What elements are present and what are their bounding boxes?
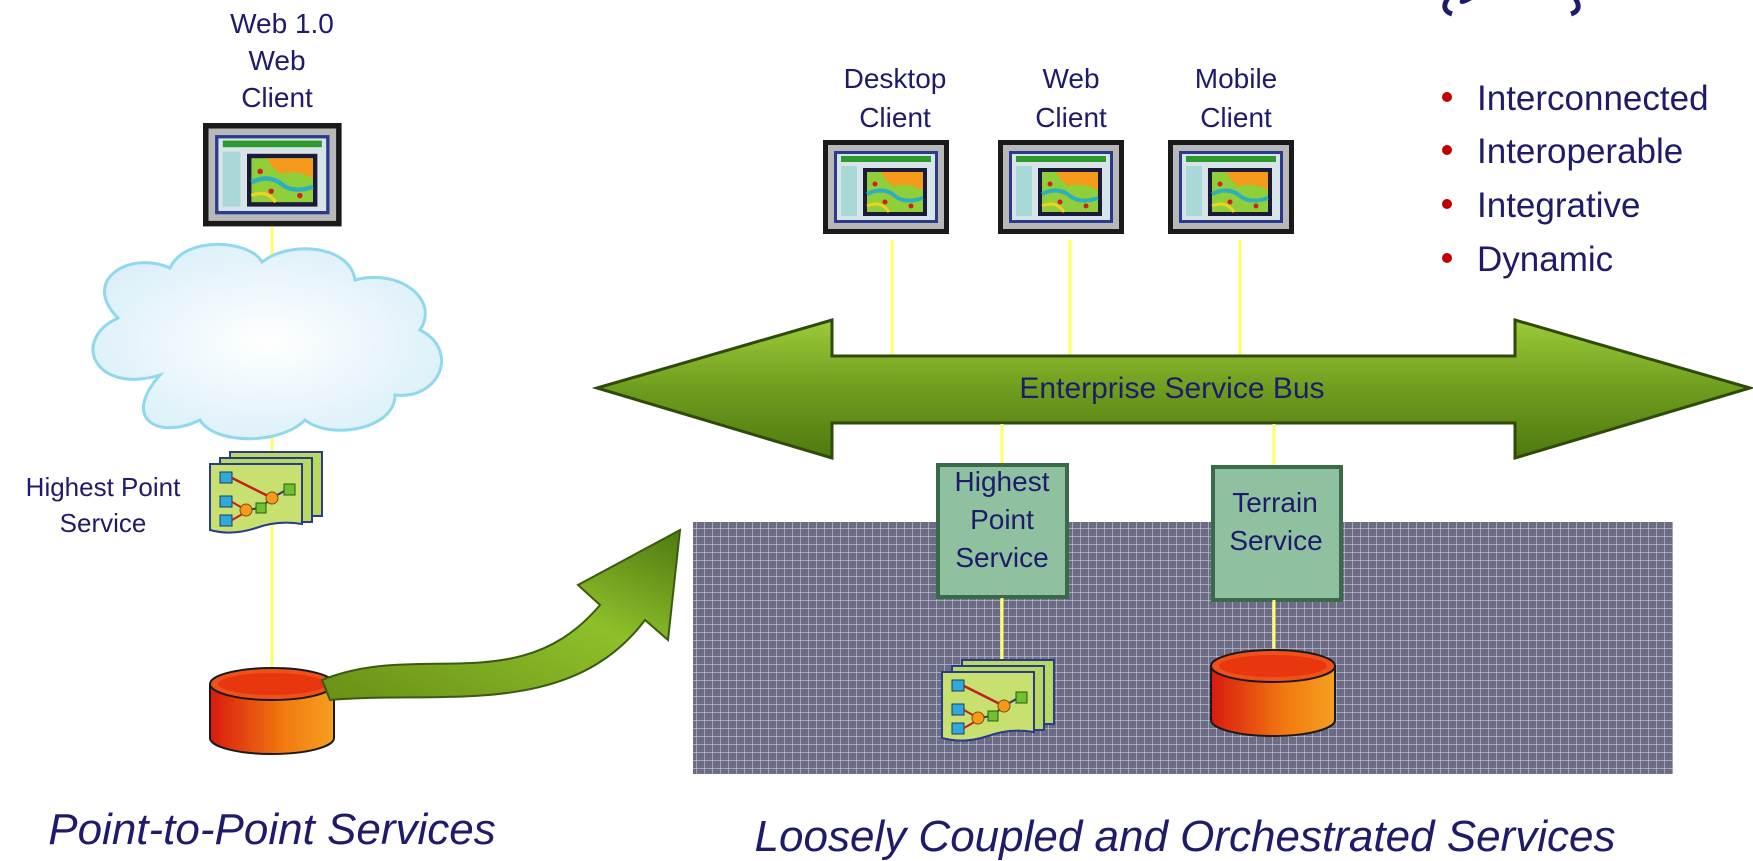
right-client-labels: Desktop Client Web Client Mobile Client <box>844 63 1278 133</box>
mobile-client-label-line: Mobile <box>1195 63 1277 94</box>
terrain-service-label-line: Terrain <box>1232 487 1318 518</box>
left-service-label-line: Service <box>60 508 147 538</box>
mobile-client-label-line: Client <box>1200 102 1272 133</box>
highest-point-service-label-line: Point <box>970 504 1034 535</box>
orchestrated-panel: Desktop Client Web Client Mobile Client … <box>591 63 1753 861</box>
terrain-service-label-line: Service <box>1229 525 1322 556</box>
enterprise-service-bus-label: Enterprise Service Bus <box>1019 372 1324 405</box>
enterprise-service-bus-arrow: Enterprise Service Bus <box>591 318 1753 461</box>
web-client-label-line: Web <box>1042 63 1099 94</box>
desktop-client-monitor-icon <box>821 138 951 236</box>
terrain-service-box: Terrain Service <box>1211 465 1343 602</box>
bullet-item: Dynamic <box>1477 240 1613 279</box>
bullet-dot <box>1442 145 1452 155</box>
bullet-dot <box>1442 199 1452 209</box>
feature-bullet-list: Interconnected Interoperable Integrative… <box>1442 79 1709 279</box>
terrain-database-icon <box>1210 649 1336 737</box>
web-client-monitor-icon <box>203 123 342 226</box>
point-to-point-panel: Web 1.0 Web Client Highest Point Service… <box>26 8 682 854</box>
highest-point-service-label-line: Service <box>955 542 1048 573</box>
orchestrated-workflow-icon <box>940 658 1056 742</box>
mobile-client-monitor-icon <box>1166 138 1296 236</box>
bullet-item: Interoperable <box>1477 132 1683 171</box>
migration-arrow <box>320 528 682 702</box>
left-caption: Point-to-Point Services <box>48 805 496 854</box>
cropped-heading-fragment <box>1442 0 1581 17</box>
left-client-label-line: Web <box>248 45 305 76</box>
desktop-client-label-line: Desktop <box>844 63 947 94</box>
desktop-client-label-line: Client <box>859 102 931 133</box>
highest-point-service-workflow-icon <box>208 450 324 534</box>
bullet-item: Integrative <box>1477 186 1640 225</box>
bullet-dot <box>1442 92 1452 102</box>
internet-cloud-icon <box>91 242 443 441</box>
left-database-icon <box>209 667 335 755</box>
left-service-label: Highest Point Service <box>26 472 181 538</box>
bullet-item: Interconnected <box>1477 79 1709 118</box>
web-client-label-line: Client <box>1035 102 1107 133</box>
highest-point-service-box: Highest Point Service <box>936 463 1069 599</box>
web-client-monitor-icon <box>996 138 1126 236</box>
highest-point-service-label-line: Highest <box>955 466 1050 497</box>
left-client-label: Web 1.0 Web Client <box>230 8 334 113</box>
left-service-label-line: Highest Point <box>26 472 181 502</box>
left-client-label-line: Web 1.0 <box>230 8 334 39</box>
right-caption: Loosely Coupled and Orchestrated Service… <box>755 812 1616 861</box>
left-client-label-line: Client <box>241 82 313 113</box>
bullet-dot <box>1442 253 1452 263</box>
service-grid-background <box>693 522 1673 774</box>
